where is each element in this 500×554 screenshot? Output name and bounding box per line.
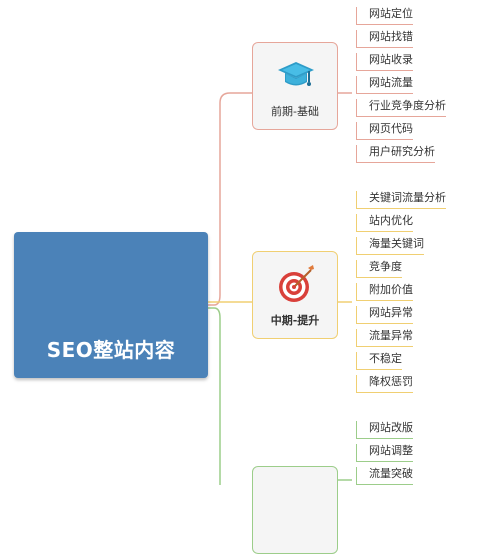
leaf-item[interactable]: 用户研究分析 <box>356 143 435 163</box>
leaf-item[interactable]: 网站找错 <box>356 28 413 48</box>
leaf-item[interactable]: 流量突破 <box>356 465 413 485</box>
leaf-item[interactable]: 海量关键词 <box>356 235 424 255</box>
leaf-item[interactable]: 流量异常 <box>356 327 413 347</box>
target-icon <box>279 265 314 302</box>
leaf-item[interactable]: 网页代码 <box>356 120 413 140</box>
leaf-item[interactable]: 竞争度 <box>356 258 402 278</box>
leaf-item[interactable]: 行业竞争度分析 <box>356 97 446 117</box>
mindmap-connectors <box>208 92 352 485</box>
leaf-item[interactable]: 站内优化 <box>356 212 413 232</box>
branch-node-improve[interactable]: 中期-提升 <box>252 251 338 339</box>
graduation-cap-icon <box>278 62 314 86</box>
leaf-item[interactable]: 网站异常 <box>356 304 413 324</box>
branch-node-basics[interactable]: 前期-基础 <box>252 42 338 130</box>
leaf-item[interactable]: 不稳定 <box>356 350 402 370</box>
leaf-item[interactable]: 网站定位 <box>356 5 413 25</box>
root-title: SEO整站内容 <box>46 338 176 362</box>
connector-root-branch1 <box>208 92 252 306</box>
leaf-item[interactable]: 降权惩罚 <box>356 373 413 393</box>
branch-node-third[interactable] <box>252 466 338 554</box>
branch-label: 前期-基础 <box>271 105 319 118</box>
leaf-item[interactable]: 附加价值 <box>356 281 413 301</box>
leaf-item[interactable]: 关键词流量分析 <box>356 189 446 209</box>
leaf-item[interactable]: 网站收录 <box>356 51 413 71</box>
branch-label: 中期-提升 <box>270 314 320 327</box>
root-node[interactable]: SEO整站内容 <box>14 232 208 378</box>
leaf-item[interactable]: 网站流量 <box>356 74 413 94</box>
connector-root-branch3 <box>208 307 221 485</box>
leaf-item[interactable]: 网站调整 <box>356 442 413 462</box>
leaf-item[interactable]: 网站改版 <box>356 419 413 439</box>
